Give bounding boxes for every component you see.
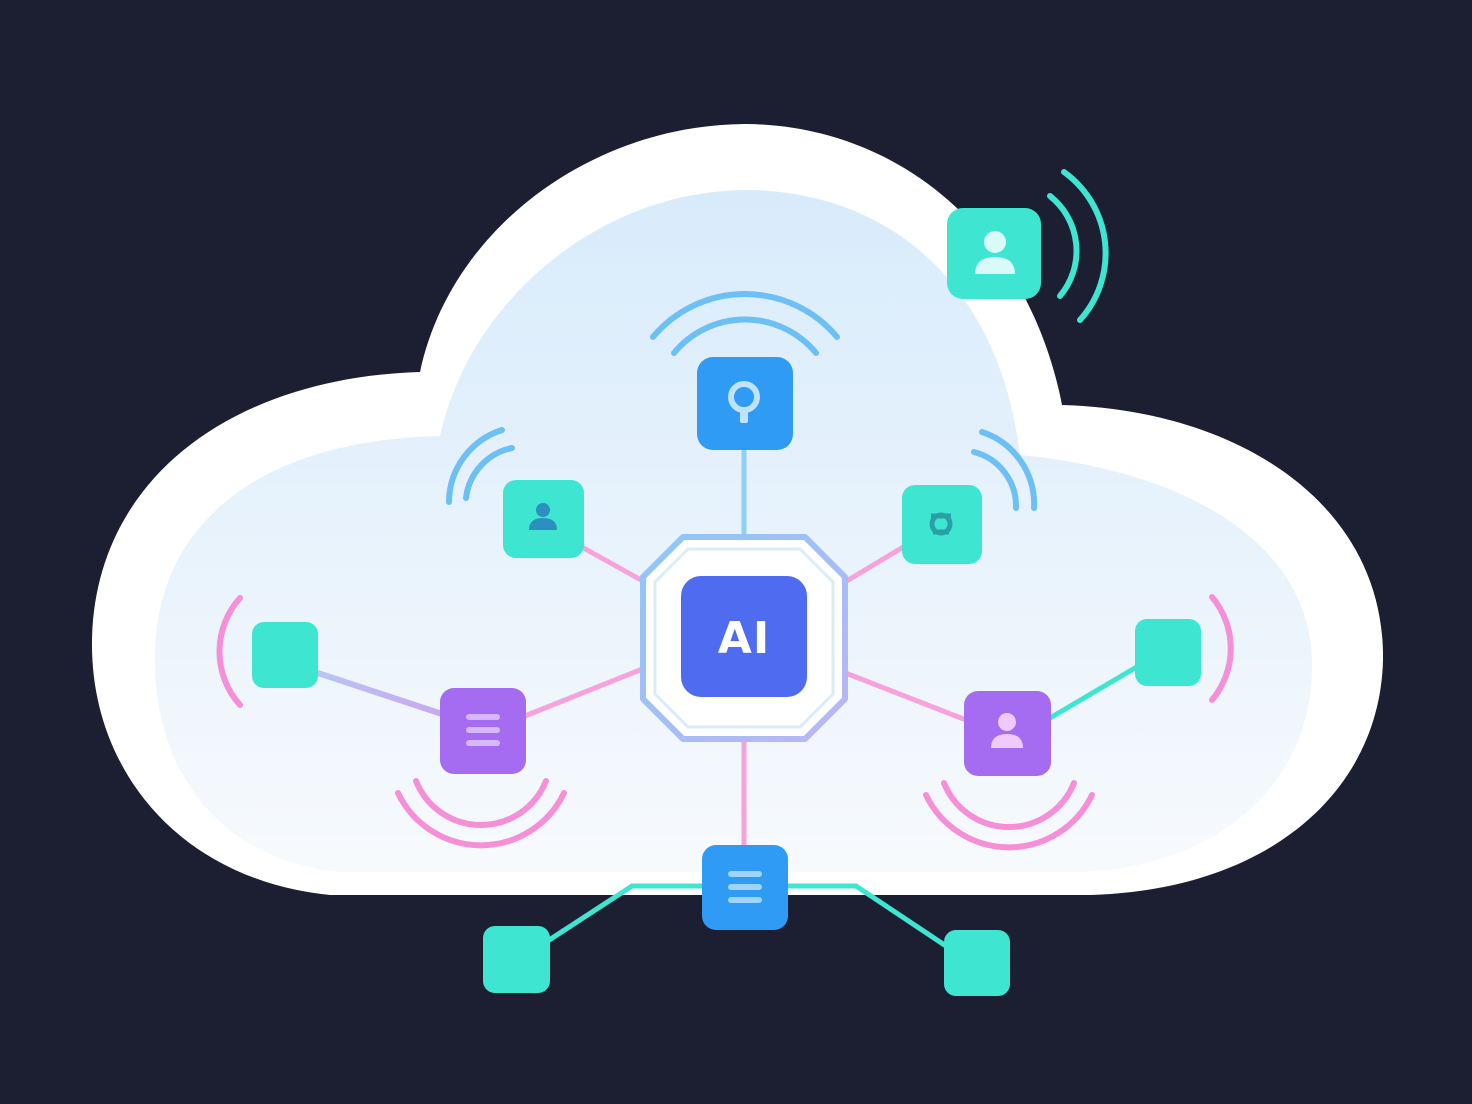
node-user-mid-right[interactable]: [964, 691, 1051, 776]
node-list-left[interactable]: [440, 688, 526, 774]
signal-waves: [216, 169, 1234, 851]
wave-left: [216, 595, 243, 708]
node-right[interactable]: [1135, 619, 1201, 686]
wave-ul-inner: [463, 445, 515, 501]
connections: [312, 447, 1143, 949]
line-mid-left: [517, 665, 648, 721]
hub-square: [681, 576, 807, 697]
list-icon: [466, 714, 500, 746]
ai-hub[interactable]: AI: [640, 534, 848, 742]
wave-mr-inner: [941, 780, 1077, 831]
location-pin-icon: [728, 381, 760, 423]
gear-icon: [929, 512, 953, 536]
wave-ul-outer: [446, 427, 505, 505]
user-icon: [991, 713, 1023, 748]
user-icon: [975, 231, 1015, 274]
node-user-corner[interactable]: [947, 208, 1041, 299]
line-right: [1047, 662, 1143, 721]
user-icon: [529, 503, 557, 530]
wave-corner-outer: [1061, 169, 1109, 323]
line-upper-right: [837, 543, 908, 588]
wave-mr-outer: [923, 792, 1095, 851]
wave-ml-outer: [395, 790, 567, 849]
node-location[interactable]: [697, 357, 793, 450]
node-bottom-right[interactable]: [944, 930, 1010, 996]
wave-top-outer: [650, 291, 840, 340]
list-icon: [728, 871, 762, 903]
node-settings[interactable]: [902, 485, 982, 564]
line-bottom-right: [783, 883, 949, 949]
node-user-upper-left[interactable]: [503, 480, 584, 558]
wave-ur-outer: [979, 429, 1038, 511]
wave-right: [1209, 594, 1234, 703]
line-mid-right: [840, 669, 969, 723]
wave-ml-inner: [413, 778, 549, 829]
node-list-bottom[interactable]: [702, 845, 788, 930]
node-bottom-left[interactable]: [483, 926, 550, 993]
wave-top-inner: [671, 316, 819, 356]
hub-label: AI: [718, 613, 770, 664]
line-bottom-left: [537, 883, 709, 949]
wave-corner-inner: [1047, 193, 1080, 299]
line-upper-left: [577, 543, 653, 588]
line-left: [312, 669, 445, 717]
wave-ur-inner: [971, 449, 1020, 511]
node-left[interactable]: [252, 622, 318, 688]
hub-octagon-inner: [653, 547, 835, 729]
